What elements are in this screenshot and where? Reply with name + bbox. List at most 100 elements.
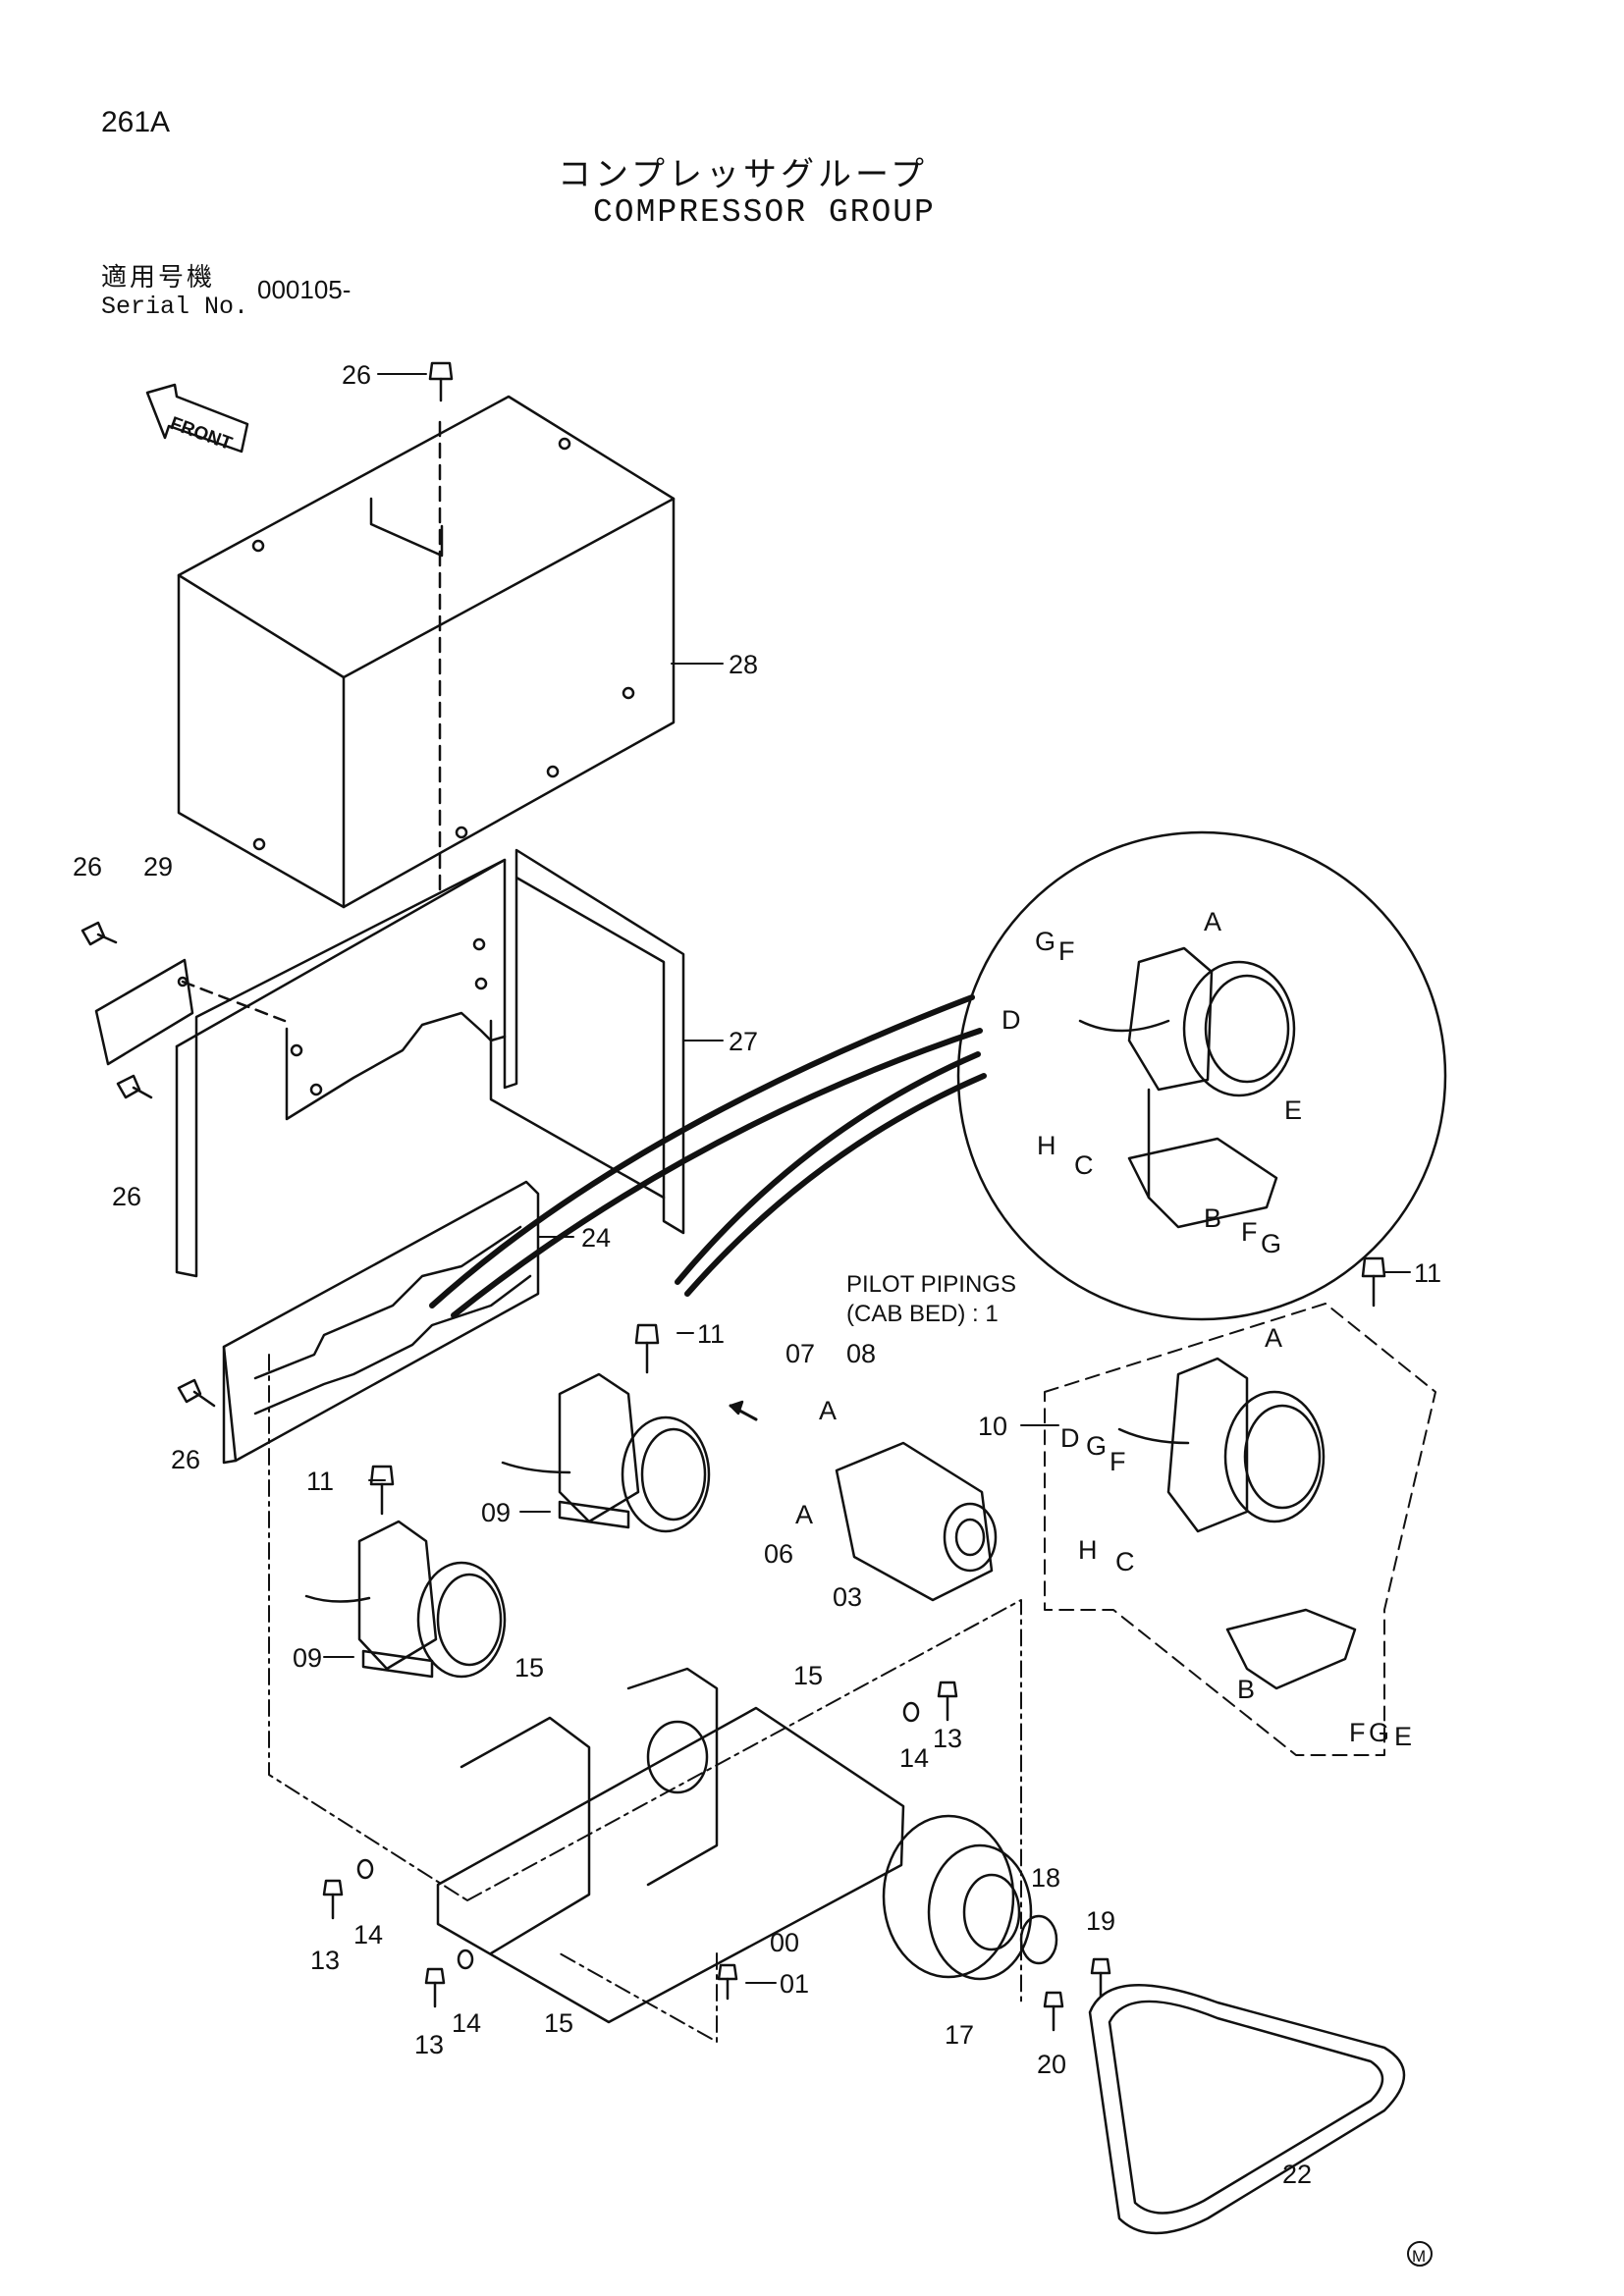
callout-15: 15 [544, 2008, 573, 2038]
compressor-right [1117, 1357, 1357, 1690]
callout-26: 26 [342, 360, 371, 390]
bolt-26-mid [116, 1074, 153, 1099]
page-code: 261A [101, 106, 171, 138]
bolt-13-c [937, 1681, 958, 1722]
letter-G: G [1261, 1229, 1281, 1258]
callout-20: 20 [1037, 2050, 1066, 2079]
front-label: FRONT [167, 413, 235, 454]
pilot-note-line2: (CAB BED) : 1 [846, 1301, 999, 1327]
bolt-13-b [424, 1967, 446, 2008]
letter-H: H [1037, 1131, 1056, 1160]
callout-10: 10 [978, 1412, 1007, 1441]
letter-G: G [1369, 1718, 1389, 1747]
letter-D: D [1060, 1423, 1080, 1453]
letter-A: A [1204, 907, 1221, 936]
letter-G: G [1035, 927, 1056, 956]
compressor-upper [501, 1372, 711, 1533]
bolt-11-right [1361, 1256, 1386, 1308]
title-english: COMPRESSOR GROUP [593, 194, 936, 231]
maker-mark: M [1412, 2247, 1426, 2266]
callout-18: 18 [1031, 1863, 1060, 1893]
bolt-20 [1043, 1991, 1064, 2032]
compressor-cover-box [177, 395, 676, 909]
callout-11: 11 [306, 1467, 334, 1496]
bolt-13-a [322, 1879, 344, 1920]
callout-03: 03 [833, 1582, 862, 1612]
callout-13: 13 [414, 2030, 444, 2059]
callout-29: 29 [143, 852, 173, 881]
pilot-piping-note: PILOT PIPINGS (CAB BED) : 1 [846, 1271, 1016, 1327]
bolt-11-mid [634, 1323, 660, 1374]
bolt-26-low [177, 1378, 216, 1408]
title-japanese: コンプレッサグループ [558, 155, 928, 194]
letter-F: F [1110, 1447, 1126, 1476]
callout-09: 09 [481, 1498, 511, 1527]
callout-13: 13 [310, 1946, 340, 1975]
callout-15: 15 [514, 1653, 544, 1682]
callout-14: 14 [899, 1743, 929, 1773]
bolt-01 [717, 1963, 738, 2001]
washer-14-a [356, 1858, 374, 1880]
callout-06: 06 [764, 1539, 793, 1569]
bolt-26-left [81, 921, 118, 946]
bolt-11-left [369, 1465, 395, 1516]
letter-callouts: A G F D H C E B F G A A A D G F H C B F … [795, 907, 1412, 1751]
pilot-arrow-head-icon [729, 1400, 744, 1415]
callout-26: 26 [112, 1182, 141, 1211]
callout-27: 27 [729, 1027, 758, 1056]
washer-14-c [902, 1701, 920, 1723]
letter-H: H [1078, 1535, 1098, 1565]
callout-numbers: 26 28 26 29 27 26 24 26 11 11 11 09 09 0… [73, 360, 1441, 2189]
callout-28: 28 [729, 650, 758, 679]
compressor-left [304, 1520, 507, 1679]
callout-22: 22 [1282, 2160, 1312, 2189]
letter-A: A [819, 1396, 837, 1425]
washer-14-b [457, 1949, 474, 1970]
drive-belt [1088, 1983, 1406, 2235]
detail-circle [956, 830, 1447, 1321]
letter-A: A [795, 1500, 813, 1529]
callout-26: 26 [171, 1445, 200, 1474]
bracket-panel [175, 848, 685, 1278]
callout-00: 00 [770, 1928, 799, 1957]
bolt-19 [1090, 1957, 1111, 1999]
callout-17: 17 [945, 2020, 974, 2050]
lower-panel-plate [222, 1180, 540, 1465]
letter-B: B [1204, 1203, 1221, 1233]
callout-11: 11 [697, 1319, 725, 1349]
letter-F: F [1058, 936, 1075, 966]
letter-G: G [1086, 1431, 1107, 1461]
callout-26: 26 [73, 852, 102, 881]
maker-mark-icon [1407, 2241, 1433, 2267]
serial-number-value: 000105- [257, 275, 352, 304]
callout-14: 14 [452, 2008, 481, 2038]
callout-24: 24 [581, 1223, 611, 1253]
letter-D: D [1001, 1005, 1021, 1035]
leader-lines [323, 1271, 1411, 1984]
letter-E: E [1284, 1095, 1302, 1125]
base-frame [436, 1667, 905, 2024]
pilot-note-line1: PILOT PIPINGS [846, 1271, 1016, 1298]
washer-18 [1019, 1914, 1058, 1965]
callout-08: 08 [846, 1339, 876, 1368]
letter-F: F [1241, 1217, 1258, 1247]
callout-13: 13 [933, 1724, 962, 1753]
callout-09: 09 [293, 1643, 322, 1673]
small-cover-plate [94, 958, 194, 1066]
callout-15: 15 [793, 1661, 823, 1690]
callout-14: 14 [353, 1920, 383, 1949]
letter-B: B [1237, 1675, 1255, 1704]
pilot-piping-fitting [835, 1441, 998, 1602]
letter-C: C [1115, 1547, 1135, 1576]
compressor-detail [1078, 946, 1296, 1229]
letter-E: E [1394, 1722, 1412, 1751]
front-arrow-icon: FRONT [145, 383, 249, 454]
serial-label-japanese: 適用号機 [101, 263, 216, 293]
bolt-26-top [428, 361, 454, 402]
callout-01: 01 [780, 1969, 809, 1999]
pulley [882, 1814, 1033, 1981]
letter-C: C [1074, 1150, 1094, 1180]
letter-A: A [1265, 1323, 1282, 1353]
letter-F: F [1349, 1718, 1366, 1747]
